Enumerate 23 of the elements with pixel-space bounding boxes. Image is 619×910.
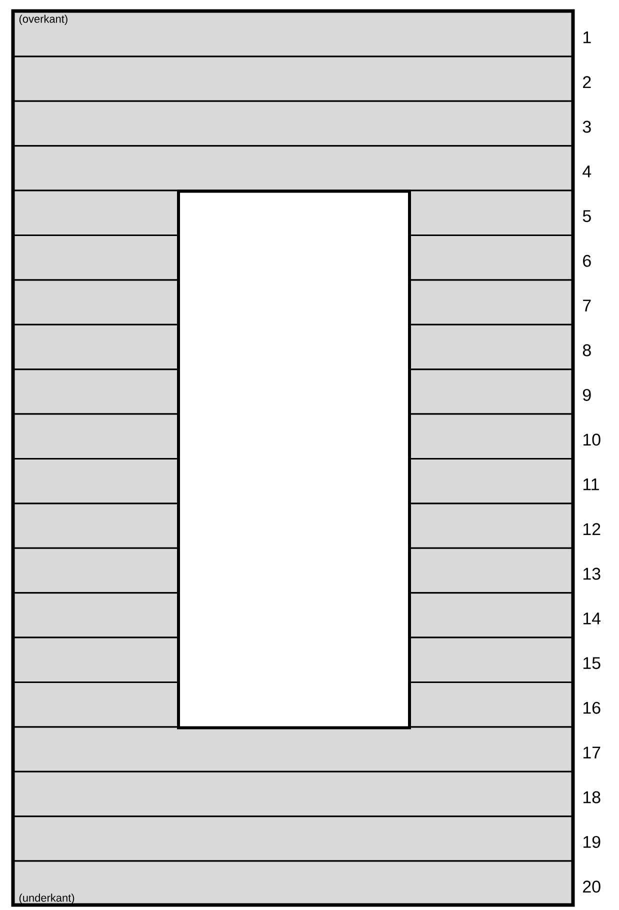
row-number: 2 [583, 76, 591, 88]
row-number: 8 [582, 344, 591, 356]
row-number: 13 [584, 568, 600, 580]
row-number: 10 [584, 434, 600, 446]
row-number: 6 [583, 254, 591, 267]
row-number: 4 [582, 166, 592, 178]
row-number: 20 [583, 880, 600, 893]
row-number: 16 [584, 702, 600, 714]
window-opening [177, 190, 411, 730]
wall-band: (underkant) [13, 860, 574, 906]
row-number: 7 [583, 300, 591, 312]
row-number: 12 [584, 523, 600, 535]
row-number: 3 [582, 120, 591, 133]
row-number: 1 [584, 32, 591, 44]
row-number: 15 [584, 657, 600, 670]
row-number: 19 [584, 836, 600, 848]
row-number: 17 [584, 746, 600, 758]
row-number: 11 [584, 478, 599, 490]
wall-band: (overkant) [13, 11, 574, 58]
row-number: 5 [582, 210, 591, 222]
row-number: 18 [584, 791, 600, 804]
row-number: 9 [583, 388, 591, 401]
row-number: 14 [584, 612, 601, 624]
